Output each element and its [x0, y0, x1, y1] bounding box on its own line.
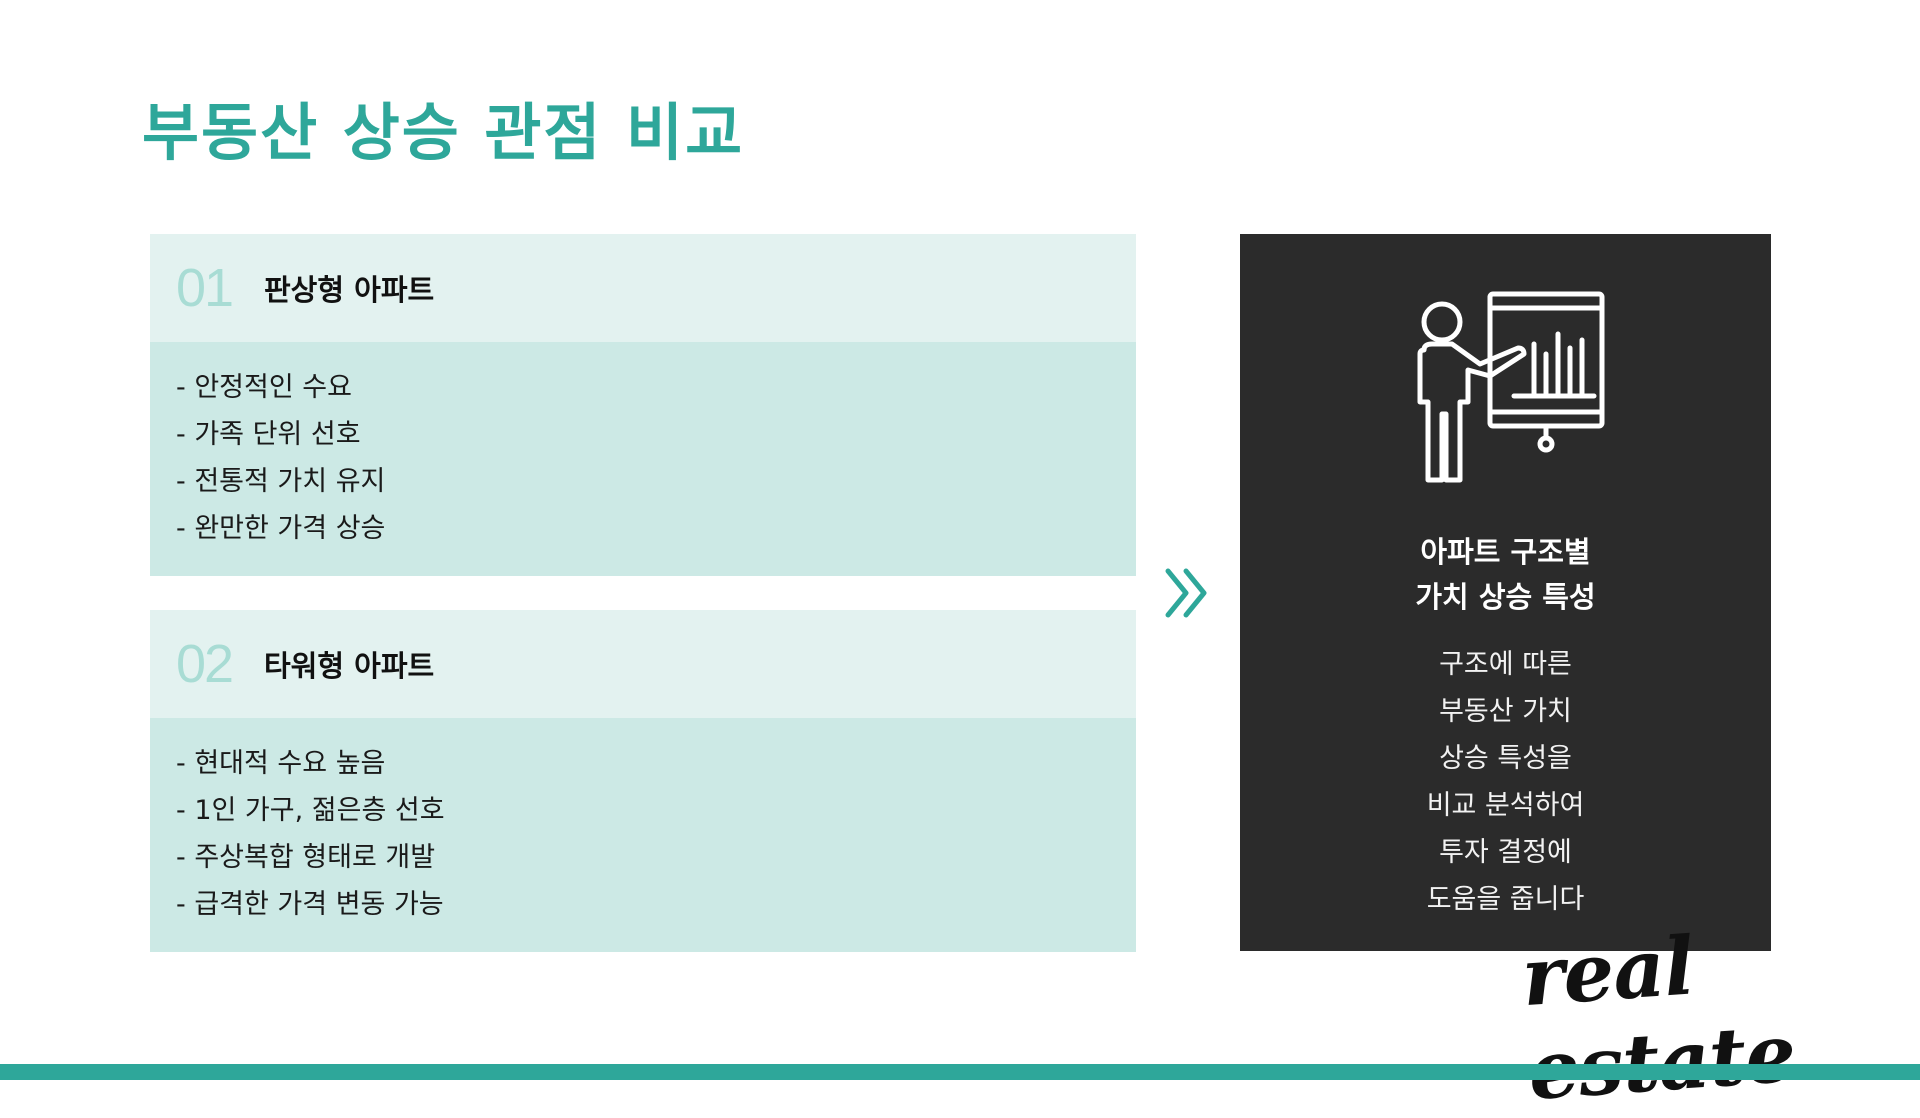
feature-list: - 안정적인 수요 - 가족 단위 선호 - 전통적 가치 유지 - 완만한 가…: [176, 364, 1136, 552]
card-heading: 타워형 아파트: [264, 649, 435, 683]
comparison-card-flat: 01 판상형 아파트 - 안정적인 수요 - 가족 단위 선호 - 전통적 가치…: [150, 234, 1136, 576]
summary-panel: 아파트 구조별 가치 상승 특성 구조에 따른 부동산 가치 상승 특성을 비교…: [1240, 234, 1771, 951]
card-header: 02 타워형 아파트: [150, 610, 1136, 718]
summary-description-line: 상승 특성을: [1439, 743, 1572, 774]
card-body: - 현대적 수요 높음 - 1인 가구, 젊은층 선호 - 주상복합 형태로 개…: [150, 718, 1136, 952]
comparison-card-tower: 02 타워형 아파트 - 현대적 수요 높음 - 1인 가구, 젊은층 선호 -…: [150, 610, 1136, 952]
list-item: - 완만한 가격 상승: [176, 513, 386, 544]
card-number: 01: [176, 258, 234, 318]
list-item: - 가족 단위 선호: [176, 419, 361, 450]
card-heading: 판상형 아파트: [264, 273, 435, 307]
summary-description-line: 구조에 따른: [1439, 649, 1572, 680]
summary-description-line: 도움을 줍니다: [1426, 884, 1585, 915]
footer-accent-bar: [0, 1064, 1920, 1080]
card-number: 02: [176, 634, 234, 694]
summary-description-line: 비교 분석하여: [1426, 790, 1585, 821]
summary-description-line: 부동산 가치: [1439, 696, 1572, 727]
presentation-board-icon: [1417, 291, 1605, 483]
card-header: 01 판상형 아파트: [150, 234, 1136, 342]
list-item: - 주상복합 형태로 개발: [176, 842, 436, 873]
summary-description: 구조에 따른 부동산 가치 상승 특성을 비교 분석하여 투자 결정에 도움을 …: [1240, 641, 1771, 923]
real-estate-signature: real estate: [1518, 918, 1798, 1118]
summary-subtitle-line: 아파트 구조별: [1420, 535, 1591, 569]
list-item: - 급격한 가격 변동 가능: [176, 889, 444, 920]
double-chevron-right-icon: [1165, 568, 1207, 618]
summary-description-line: 투자 결정에: [1439, 837, 1572, 868]
card-body: - 안정적인 수요 - 가족 단위 선호 - 전통적 가치 유지 - 완만한 가…: [150, 342, 1136, 576]
summary-subtitle: 아파트 구조별 가치 상승 특성: [1240, 530, 1771, 620]
list-item: - 1인 가구, 젊은층 선호: [176, 795, 445, 826]
list-item: - 안정적인 수요: [176, 372, 352, 403]
summary-subtitle-line: 가치 상승 특성: [1415, 580, 1596, 614]
page-title: 부동산 상승 관점 비교: [142, 96, 745, 169]
list-item: - 현대적 수요 높음: [176, 748, 386, 779]
feature-list: - 현대적 수요 높음 - 1인 가구, 젊은층 선호 - 주상복합 형태로 개…: [176, 740, 1136, 928]
list-item: - 전통적 가치 유지: [176, 466, 386, 497]
